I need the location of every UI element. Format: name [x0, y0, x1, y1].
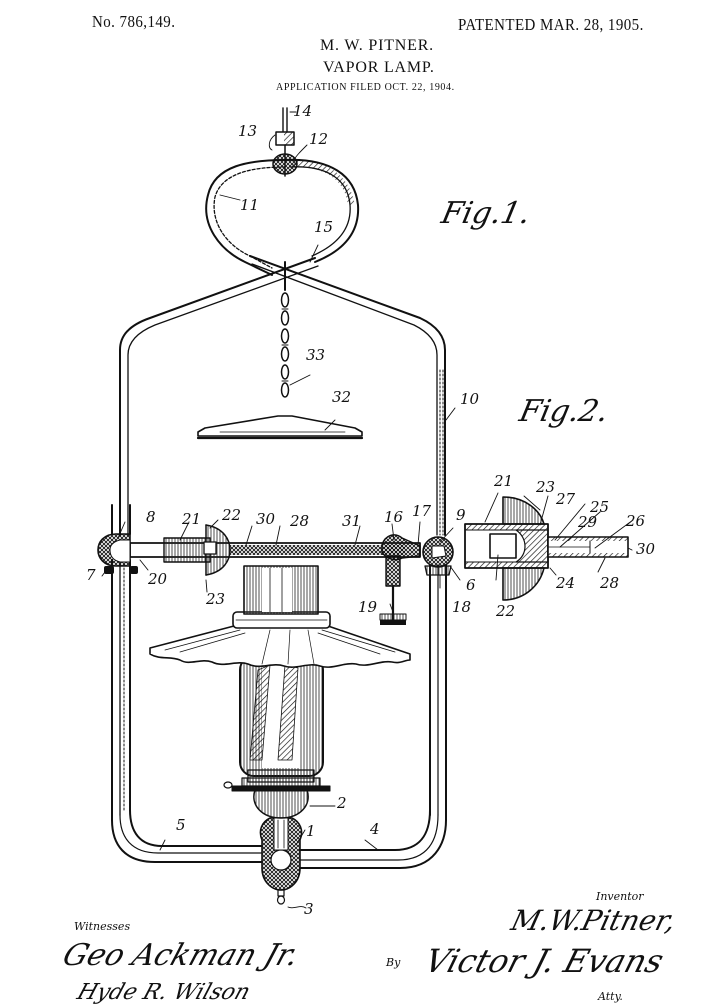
- application-filed: APPLICATION FILED OCT. 22, 1904.: [276, 82, 455, 93]
- inventor-name-header: M. W. PITNER.: [320, 37, 434, 54]
- ref-20: 20: [148, 570, 168, 588]
- ref-4: 4: [370, 820, 380, 838]
- right-junction: [422, 536, 454, 576]
- ref-13: 13: [238, 122, 258, 140]
- inventor-label: Inventor: [596, 890, 644, 903]
- by-label: By: [386, 956, 401, 969]
- patent-title: VAPOR LAMP.: [323, 59, 435, 76]
- fig2-section: [464, 496, 629, 601]
- leader-lines: [101, 111, 634, 909]
- ref-23-fig2: 23: [536, 478, 556, 496]
- ref-24: 24: [556, 574, 576, 592]
- witnesses-label: Witnesses: [74, 920, 131, 933]
- ref-15: 15: [314, 218, 334, 236]
- ref-19: 19: [358, 598, 378, 616]
- fig2-label: Fig.2.: [516, 394, 612, 429]
- ref-32: 32: [332, 388, 352, 406]
- ref-22-fig2: 22: [496, 602, 516, 620]
- ref-29: 29: [578, 513, 598, 531]
- ref-28-fig2: 28: [600, 574, 620, 592]
- witness-signature-2: Hyde R. Wilson: [73, 980, 254, 1005]
- ref-12: 12: [309, 130, 329, 148]
- ref-1: 1: [306, 822, 316, 840]
- chain: [280, 261, 290, 398]
- ref-21-fig1: 21: [182, 510, 202, 528]
- top-stem: [275, 107, 295, 146]
- left-frame-lower: [111, 559, 131, 821]
- attorney-signature: Victor J. Evans: [420, 942, 668, 980]
- ref-10: 10: [460, 390, 480, 408]
- ref-11: 11: [240, 196, 260, 214]
- glass-globe: [239, 655, 324, 783]
- ref-6: 6: [466, 576, 476, 594]
- ref-22-fig1: 22: [222, 506, 242, 524]
- fig1-label: Fig.1.: [438, 196, 534, 231]
- ref-3: 3: [304, 900, 314, 918]
- hanger-loop: [205, 144, 360, 276]
- ref-8: 8: [146, 508, 156, 526]
- attorney-label: Atty.: [598, 990, 623, 1003]
- lamp-shade: [149, 611, 411, 668]
- ref-33: 33: [306, 346, 326, 364]
- ref-7: 7: [86, 566, 96, 584]
- right-frame-lower: [429, 564, 447, 821]
- burner: [223, 777, 331, 819]
- ref-31: 31: [342, 512, 362, 530]
- ref-30-fig2: 30: [636, 540, 656, 558]
- ref-21-fig2: 21: [494, 472, 514, 490]
- patent-date: PATENTED MAR. 28, 1905.: [458, 15, 644, 34]
- inventor-signature: M.W.Pitner,: [507, 904, 680, 937]
- ref-14: 14: [293, 102, 313, 120]
- chimney-top: [243, 565, 319, 615]
- witness-signature-1: Geo Ackman Jr.: [58, 938, 304, 973]
- ref-26: 26: [626, 512, 646, 530]
- reflector-plate: [196, 415, 364, 440]
- bottom-fitting: [259, 817, 303, 905]
- ref-16: 16: [384, 508, 404, 526]
- ref-25: 25: [590, 498, 610, 516]
- valve: [379, 534, 421, 625]
- ref-28-fig1: 28: [290, 512, 310, 530]
- left-junction: [97, 504, 138, 574]
- ref-17: 17: [412, 502, 432, 520]
- ref-18: 18: [452, 598, 472, 616]
- ref-23-fig1: 23: [206, 590, 226, 608]
- ref-5: 5: [176, 816, 186, 834]
- ref-30-fig1: 30: [256, 510, 276, 528]
- ref-9: 9: [456, 506, 466, 524]
- patent-number: No. 786,149.: [92, 12, 176, 31]
- ref-27: 27: [556, 490, 576, 508]
- crossing-arms: [119, 255, 446, 536]
- ref-2: 2: [337, 794, 347, 812]
